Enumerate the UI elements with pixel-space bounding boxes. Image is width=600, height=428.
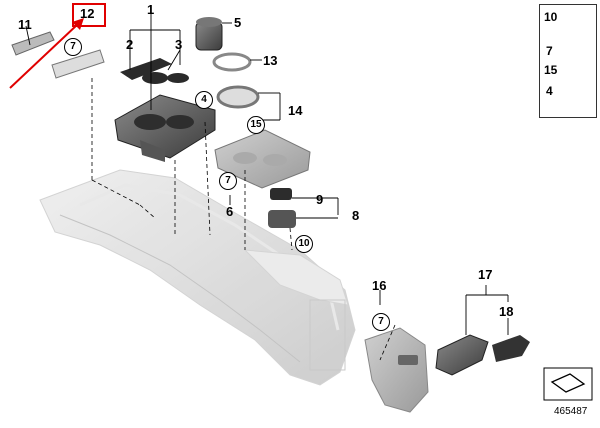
callout-18: 18 [499,304,514,319]
legend-number-10: 10 [544,10,558,24]
fastener-legend [539,4,597,118]
insert-8 [268,210,296,228]
circled-callout-7c: 7 [372,313,390,331]
callout-16: 16 [372,278,387,293]
callout-13: 13 [263,53,278,68]
dashed-lines [91,78,396,361]
red-arrow [9,18,84,89]
callout-6: 6 [226,204,234,219]
legend-number-4: 4 [546,84,553,98]
panel-12 [51,49,105,79]
callout-14: 14 [288,103,303,118]
callout-5: 5 [234,15,242,30]
mat-parts [120,58,189,84]
clip-9 [270,188,292,200]
legend-number-15: 15 [544,63,558,77]
ring-13 [212,52,252,72]
callout-12: 12 [80,6,95,21]
circled-callout-4: 4 [195,91,213,109]
controller-17 [435,334,489,376]
callout-8: 8 [352,208,360,223]
circled-callout-7b: 7 [219,172,237,190]
callout-2: 2 [126,37,134,52]
callout-1: 1 [147,2,155,17]
circled-callout-7: 7 [64,38,82,56]
knob-18 [492,335,530,362]
callout-9: 9 [316,192,324,207]
legend-number-7: 7 [546,44,553,58]
ring-14 [216,85,260,109]
circled-callout-15: 15 [247,116,265,134]
cup-insert [195,17,223,51]
highlight-box-12 [72,3,106,27]
diagram-id: 465487 [554,406,588,417]
diagram-id-glyph [543,367,593,401]
center-console [39,169,356,386]
trim-6 [214,129,311,189]
callout-17: 17 [478,267,493,282]
callout-3: 3 [175,37,183,52]
side-trim-16 [364,327,429,413]
tray-part [114,94,216,162]
leader-lines [25,12,509,335]
circled-callout-10: 10 [295,235,313,253]
callout-11: 11 [18,17,32,32]
panel-11 [11,31,55,56]
